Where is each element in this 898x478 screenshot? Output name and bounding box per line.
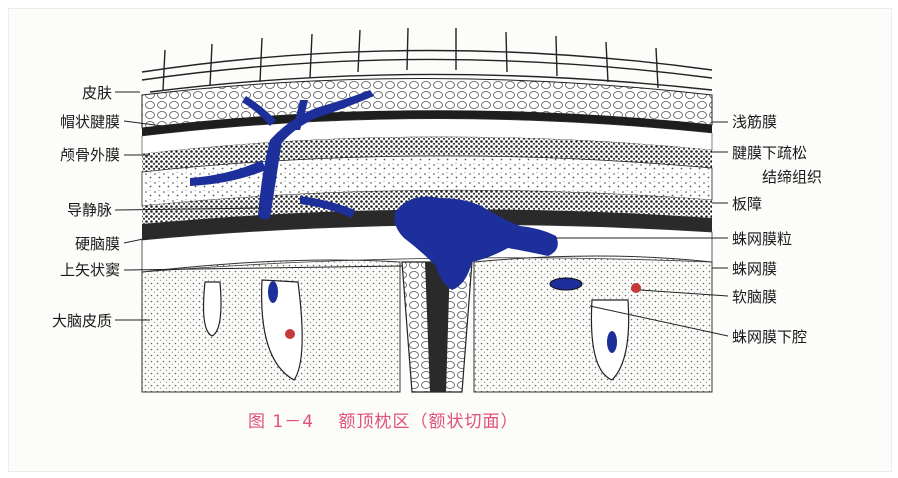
label-dura: 硬脑膜 [40,235,120,253]
label-pericranium: 颅骨外膜 [40,146,120,164]
label-arachnoid: 蛛网膜 [732,260,777,278]
label-subarachnoid: 蛛网膜下腔 [732,328,807,346]
label-subaponeurotic-2: 结缔组织 [762,168,822,186]
label-emissary-vein: 导静脉 [50,201,112,219]
label-arachnoid-granulation: 蛛网膜粒 [732,230,792,248]
label-sagittal-sinus: 上矢状窦 [40,261,120,279]
label-skin: 皮肤 [50,84,112,102]
label-pia: 软脑膜 [732,288,777,306]
label-superficial-fascia: 浅筋膜 [732,113,777,131]
cortical-vein-2 [607,331,617,353]
label-subaponeurotic-1: 腱膜下疏松 [732,144,807,162]
figure-caption: 图 1－4 额顶枕区（额状切面） [248,407,518,432]
cortical-artery [285,329,295,339]
label-cortex: 大脑皮质 [40,312,112,330]
pia-artery [631,283,641,293]
arachnoid-vein [550,278,582,290]
cortical-vein [268,281,278,303]
label-galea: 帽状腱膜 [40,113,120,131]
label-diploe: 板障 [732,195,762,213]
